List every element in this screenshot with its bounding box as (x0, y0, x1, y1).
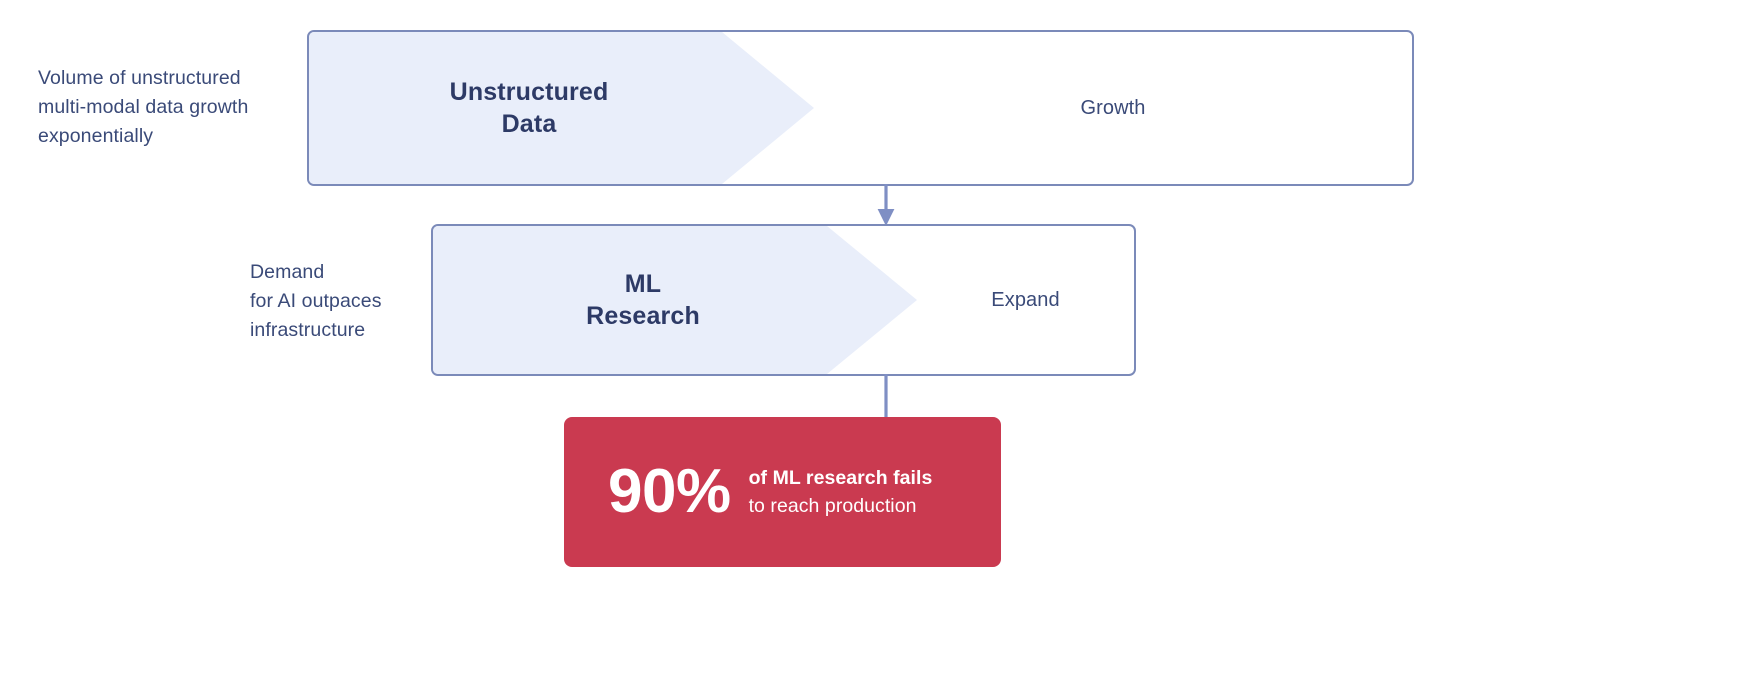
stage-1-box: Unstructured Data Growth (307, 30, 1414, 186)
stage-1-label: Unstructured Data (449, 78, 609, 138)
stage-2-box: ML Research Expand (431, 224, 1136, 376)
statistic-subline: to reach production (748, 495, 917, 517)
stage-1-outcome-label: Growth (1080, 96, 1146, 119)
stage-1-caption: Volume of unstructured multi-modal data … (38, 67, 249, 147)
stage-2-label: ML Research (586, 270, 700, 330)
stage-2-caption: Demand for AI outpaces infrastructure (250, 261, 382, 341)
stage-2-chevron-shape (433, 226, 917, 374)
statistic-figure: 90% (608, 457, 731, 526)
statistic-banner: 90% of ML research fails to reach produc… (564, 417, 1001, 567)
stage-1-chevron-shape (309, 32, 814, 184)
stage-2-outcome-label: Expand (991, 288, 1060, 311)
statistic-headline: of ML research fails (748, 467, 933, 489)
arrow-stage1-to-stage2 (875, 184, 897, 226)
statistic-copy: of ML research fails to reach production (749, 464, 933, 520)
down-arrow-icon (877, 184, 895, 226)
